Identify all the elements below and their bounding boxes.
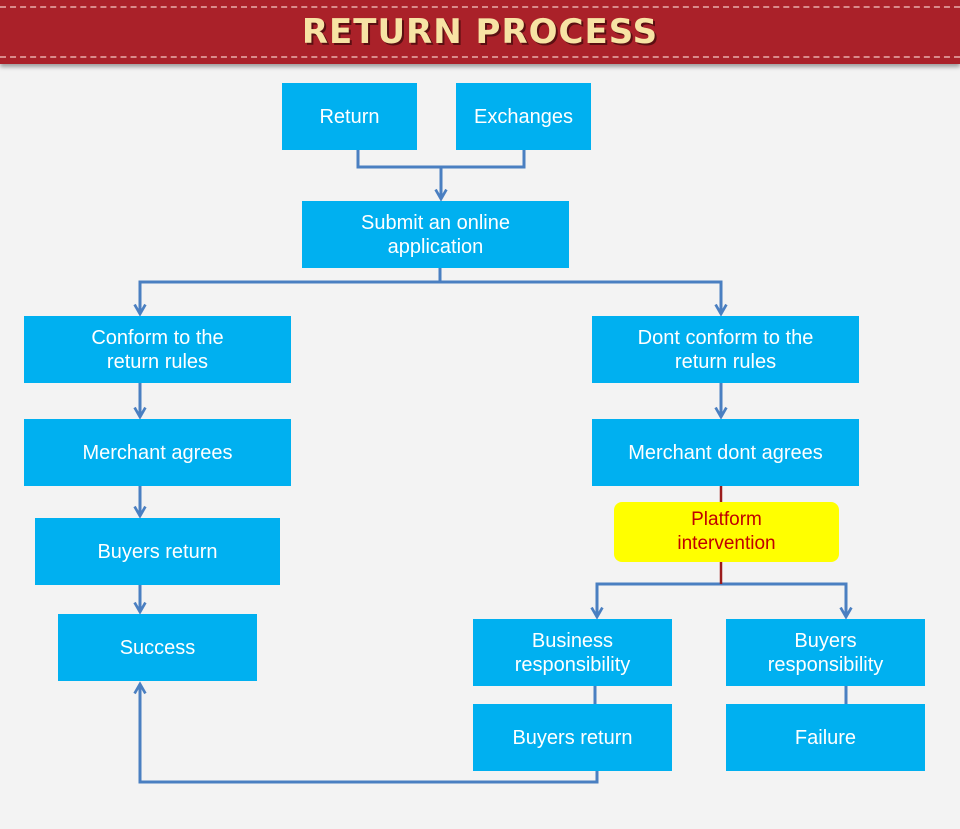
merchant-agrees-node-label: Merchant agrees — [82, 441, 233, 464]
dont-conform-rules-node: Dont conform to the return rules — [592, 316, 859, 383]
buyers-return-node-right: Buyers return — [473, 704, 672, 771]
business-responsibility-node: Business responsibility — [473, 619, 672, 686]
failure-node-label: Failure — [794, 726, 857, 749]
conform-rules-node: Conform to the return rules — [24, 316, 291, 383]
buyers-responsibility-node: Buyers responsibility — [726, 619, 925, 686]
connector-return-exchanges-merge — [356, 150, 526, 169]
buyers-return-right-label: Buyers return — [512, 726, 633, 749]
dont-conform-rules-node-label: Dont conform to the return rules — [637, 326, 814, 373]
merchant-agrees-node: Merchant agrees — [24, 419, 291, 486]
conform-rules-node-label: Conform to the return rules — [91, 326, 224, 373]
buyers-return-left-label: Buyers return — [97, 540, 218, 563]
buyers-responsibility-node-label: Buyers responsibility — [767, 629, 884, 676]
platform-intervention-node-label: Platform intervention — [677, 509, 776, 554]
page-title: RETURN PROCESS — [301, 12, 659, 52]
connector-buyers-return-to-success-loop — [133, 681, 599, 784]
success-node-label: Success — [119, 636, 196, 659]
merchant-dont-agrees-node-label: Merchant dont agrees — [628, 441, 823, 464]
failure-node: Failure — [726, 704, 925, 771]
exchanges-node: Exchanges — [456, 83, 591, 150]
connector-to-dont-conform — [440, 280, 728, 317]
exchanges-node-label: Exchanges — [474, 105, 573, 128]
connector-to-buyers-responsibility — [721, 582, 853, 620]
title-banner: RETURN PROCESS — [0, 0, 960, 64]
return-node: Return — [282, 83, 417, 150]
buyers-return-node-left: Buyers return — [35, 518, 280, 585]
platform-intervention-node: Platform intervention — [614, 502, 839, 562]
connector-platform-split — [590, 582, 721, 620]
merchant-dont-agrees-node: Merchant dont agrees — [592, 419, 859, 486]
return-node-label: Return — [319, 105, 380, 128]
success-node: Success — [58, 614, 257, 681]
submit-application-node: Submit an online application — [302, 201, 569, 268]
submit-application-node-label: Submit an online application — [361, 211, 510, 258]
connector-submit-split — [133, 268, 442, 317]
business-responsibility-node-label: Business responsibility — [514, 629, 631, 676]
